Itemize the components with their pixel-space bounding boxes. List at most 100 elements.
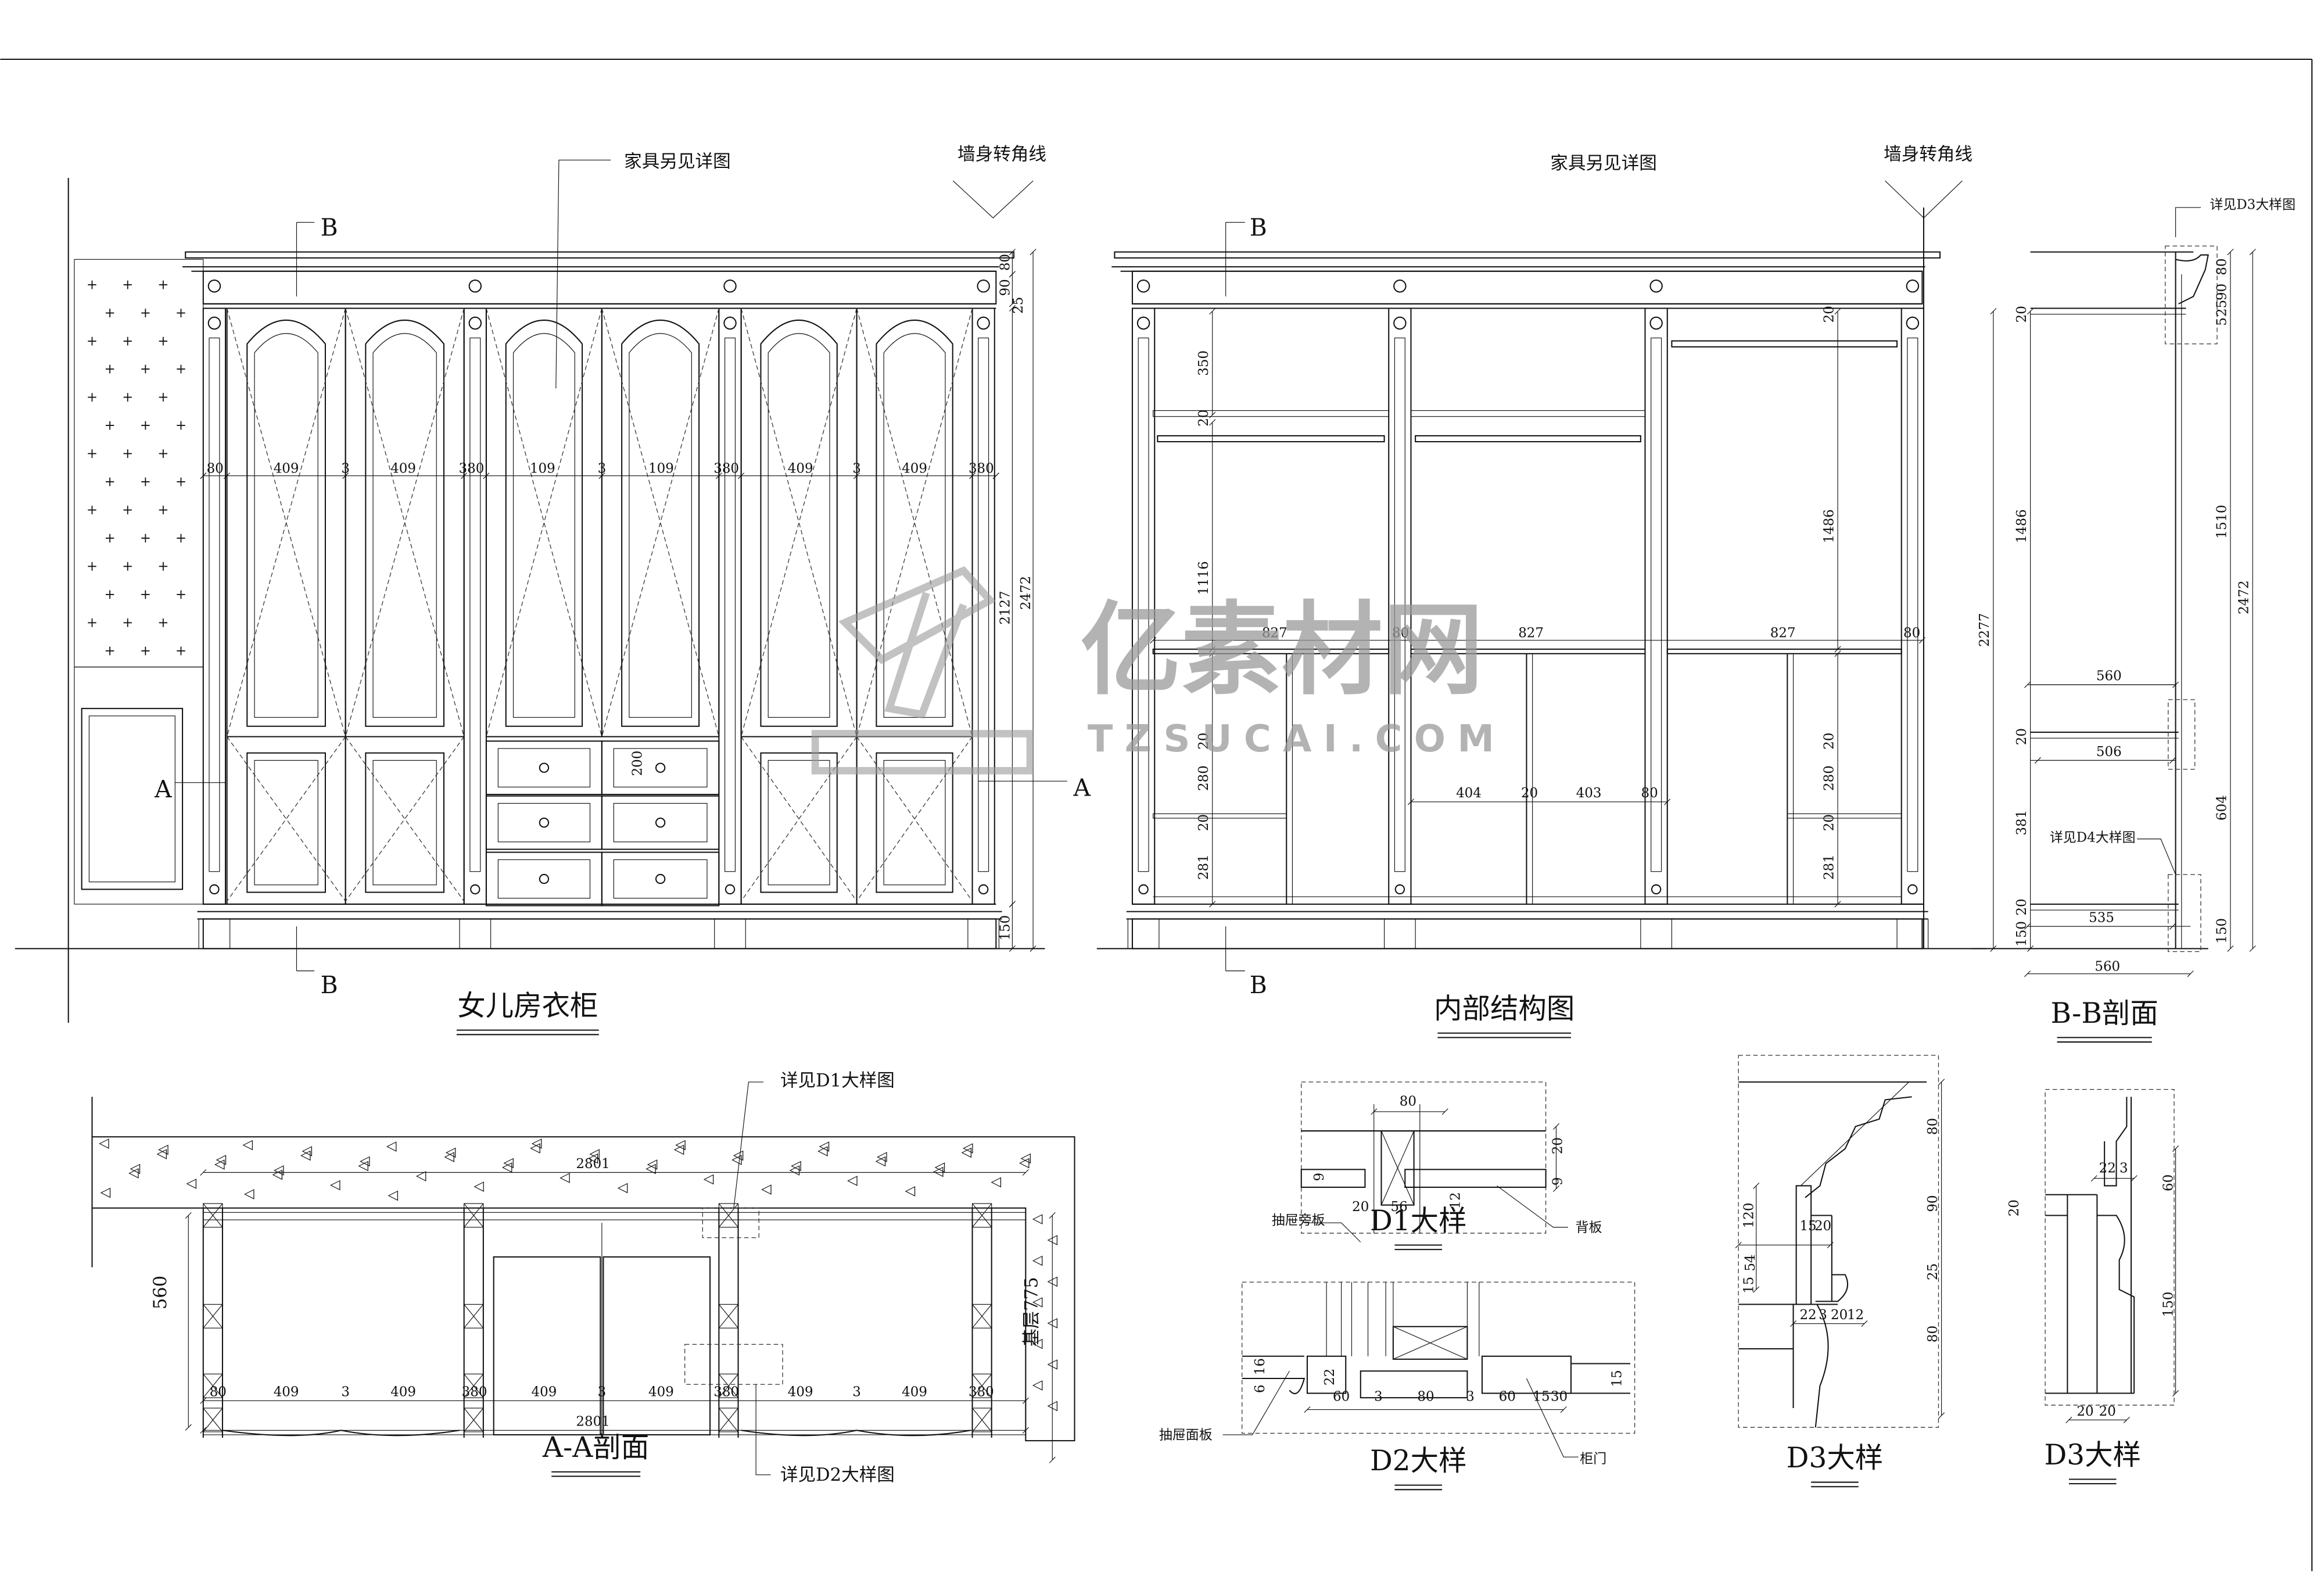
drawer-knob-icon	[539, 873, 550, 884]
dimension-tick	[1834, 308, 1841, 315]
concrete-hatch-mark: ◁	[501, 1159, 512, 1174]
dimension-label: 25	[2214, 300, 2229, 317]
dimension-label: 80	[1392, 626, 1409, 641]
dimension-label: 1486	[1821, 509, 1837, 543]
watermark-url: TZSUCAI.COM	[1088, 718, 1506, 761]
line	[718, 1203, 738, 1228]
note-wall-corner: 墙身转角线	[957, 144, 1046, 164]
concrete-hatch-mark: ◁	[271, 1167, 282, 1182]
hanging-rod	[1157, 435, 1385, 443]
door-swing-line	[741, 736, 858, 902]
wallpaper-pattern-mark: +	[104, 531, 115, 546]
dimension-label: 15	[1533, 1389, 1550, 1404]
dimension-label: 20	[2076, 1404, 2093, 1419]
door-arched-panel	[246, 319, 326, 727]
dimension-label: 2801	[576, 1414, 609, 1430]
dimension-label: 56	[1390, 1199, 1407, 1215]
moulding	[1815, 1274, 1849, 1302]
dimension-label: 409	[902, 1385, 927, 1400]
pilaster-flute	[1394, 337, 1405, 872]
dimension-tick	[1049, 1212, 1056, 1219]
corbel-icon	[1393, 316, 1407, 330]
dimension-tick	[2024, 970, 2031, 977]
dimension-tick	[224, 472, 231, 479]
pilaster	[463, 307, 487, 905]
shelf	[1153, 813, 1287, 819]
dimension-label: 281	[1821, 854, 1837, 880]
dimension-tick	[2123, 1416, 2130, 1423]
line	[1800, 1081, 1909, 1186]
wallpaper-pattern-mark: +	[175, 475, 187, 490]
leader-line	[1304, 1222, 1361, 1242]
dimension-label: 80	[1925, 1326, 1941, 1342]
dimension-tick	[200, 1397, 207, 1404]
concrete-hatch-mark: ◁	[733, 1148, 744, 1163]
door-swing-line	[226, 308, 346, 737]
rosette-icon	[977, 280, 990, 293]
wardrobe-door	[601, 307, 720, 737]
dimension-label: 12	[1448, 1192, 1464, 1209]
dimension-tick	[1560, 1406, 1567, 1413]
label-drawer-face: 抽屉面板	[1159, 1428, 1213, 1443]
note-d4: 详见D4大样图	[2050, 830, 2136, 846]
dimension-tick	[1407, 798, 1415, 805]
wainscot	[74, 667, 204, 905]
leader-line	[555, 159, 611, 389]
wallpaper-pattern-mark: +	[104, 362, 115, 377]
label-back-panel: 背板	[1576, 1220, 1602, 1235]
label-door: 柜门	[1580, 1451, 1606, 1466]
dimension-label: 281	[1196, 854, 1211, 880]
dimension-label: 80	[1417, 1389, 1434, 1404]
drawer-front	[613, 803, 708, 843]
wallpaper-pattern-mark: +	[157, 334, 168, 349]
hanging-rod	[1415, 435, 1641, 443]
dimension-tick	[2065, 1416, 2072, 1423]
dimension-tick	[2249, 945, 2256, 952]
detail-callout-d2	[684, 1344, 783, 1385]
dimension-tick	[715, 472, 722, 479]
shelf	[1152, 649, 1390, 654]
wallpaper-pattern-mark: +	[157, 559, 168, 574]
dimension-label: 280	[1196, 765, 1211, 791]
dimension-tick	[1209, 419, 1216, 426]
dimension-tick	[1441, 1108, 1448, 1115]
wallpaper-pattern-mark: +	[140, 362, 151, 377]
dimension-tick	[1209, 901, 1216, 908]
detail-boundary	[2045, 1089, 2175, 1406]
dimension-label: 380	[713, 1385, 739, 1400]
concrete-hatch-mark: ◁	[673, 1141, 684, 1156]
pilaster-profile	[1792, 1303, 1829, 1428]
door-arched-panel-inner	[768, 333, 830, 718]
dimension-tick	[1009, 300, 1016, 307]
drawer-front	[497, 748, 591, 787]
wallpaper-pattern-mark: +	[122, 277, 133, 292]
back-panel	[1404, 1169, 1547, 1188]
dimension-label: 20	[1196, 410, 1211, 427]
watermark-logo-text: 亿素材网	[1081, 591, 1484, 708]
concrete-hatch-mark: ◁	[934, 1159, 945, 1174]
dimension-label: 409	[274, 461, 299, 477]
concrete-hatch-mark: ◁	[876, 1149, 887, 1164]
dimension-tick	[200, 1169, 207, 1176]
detail-callout-d3	[2165, 245, 2218, 345]
line	[203, 1407, 223, 1432]
dimension-label: 80	[998, 254, 1013, 271]
dimension-label: 6	[1253, 1385, 1268, 1394]
door-lower-panel	[760, 752, 838, 893]
dimension-tick	[461, 472, 468, 479]
wallpaper-pattern-mark: +	[157, 615, 168, 631]
dimension-tick	[2249, 249, 2256, 256]
concrete-hatch-mark: ◁	[273, 1162, 284, 1177]
dimension-label: 20	[1821, 814, 1837, 831]
concrete-hatch-mark: ◁	[905, 1183, 916, 1198]
dimension-label: 1116	[1196, 561, 1211, 595]
door-lower-panel-inner	[768, 760, 830, 886]
dimension-label: 380	[969, 461, 994, 477]
dimension-tick	[1552, 1186, 1559, 1192]
dimension-label: 80	[2214, 259, 2229, 275]
door-arched-panel-inner	[512, 333, 575, 718]
dimension-label: 20	[2014, 306, 2029, 323]
drawer-box	[493, 1256, 601, 1435]
rosette-icon	[470, 884, 480, 895]
